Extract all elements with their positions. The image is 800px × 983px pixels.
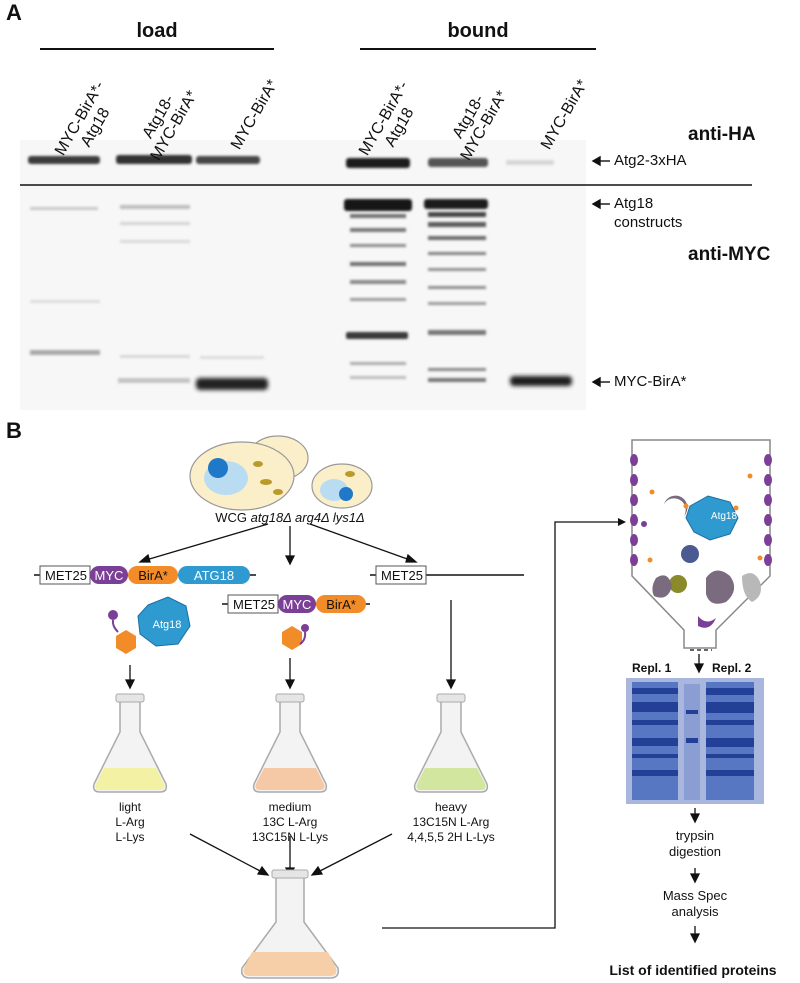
panel-a-letter: A xyxy=(6,0,22,25)
atg18-gene-label: ATG18 xyxy=(193,568,235,583)
construct-myc-bira xyxy=(222,594,370,614)
myc-band-free-load xyxy=(196,378,268,390)
flask-heavy xyxy=(413,693,489,793)
bound-group-label: bound xyxy=(447,20,509,42)
myc-bands-bound-2 xyxy=(424,199,488,382)
repl1-label: Repl. 1 xyxy=(632,661,672,675)
ha-band-1 xyxy=(28,156,100,164)
met25-label-1: MET25 xyxy=(45,568,87,583)
flask-mix xyxy=(240,869,340,979)
ms-arrows xyxy=(689,808,701,944)
fusion-protein-n xyxy=(108,596,191,654)
bira-label-2: BirA* xyxy=(326,597,356,612)
strain-label: WCG atg18Δ arg4Δ lys1Δ xyxy=(215,510,365,525)
connector-line xyxy=(382,521,620,929)
myc-label-1: MYC xyxy=(94,568,124,583)
workflow-diagram xyxy=(34,435,772,979)
ha-band-2 xyxy=(116,155,192,164)
ha-band-5 xyxy=(428,158,488,167)
gel-image xyxy=(626,678,764,804)
myc-label-2: MYC xyxy=(282,597,312,612)
myc-band-free-bound xyxy=(510,376,572,386)
final-result-label: List of identified proteins xyxy=(609,962,777,978)
ha-band-4 xyxy=(346,158,410,168)
affinity-column xyxy=(630,439,772,651)
bira-label-1: BirA* xyxy=(138,568,168,583)
met25-label-2: MET25 xyxy=(233,597,275,612)
construct-fusion-n xyxy=(34,565,256,585)
bead-atg18-label: Atg18 xyxy=(710,511,738,522)
load-group-label: load xyxy=(136,20,178,42)
protein-myc-bira xyxy=(282,624,309,650)
blot-membrane xyxy=(20,140,586,410)
strain-arrows xyxy=(138,523,418,566)
flask-arrows xyxy=(124,600,457,690)
column-gel-arrow xyxy=(693,654,705,674)
myc-bands-bound-1 xyxy=(344,199,412,379)
mix-arrows xyxy=(189,833,393,878)
panel-b-letter: B xyxy=(6,418,22,443)
yeast-cell-small xyxy=(311,463,373,509)
repl2-label: Repl. 2 xyxy=(712,661,752,675)
construct-empty xyxy=(370,565,524,585)
ha-bands xyxy=(28,155,554,168)
atg18-protein-label: Atg18 xyxy=(152,619,182,631)
anti-myc-label: anti-MYC xyxy=(688,244,771,265)
band-arrows xyxy=(591,155,610,388)
yeast-cell-large xyxy=(189,435,309,511)
flask-light xyxy=(92,693,168,793)
ha-band-6 xyxy=(506,160,554,165)
ha-band-3 xyxy=(196,156,260,164)
band-label-mycbira: MYC-BirA* xyxy=(614,373,687,390)
anti-ha-label: anti-HA xyxy=(688,124,756,145)
met25-label-3: MET25 xyxy=(381,568,423,583)
band-label-atg2: Atg2-3xHA xyxy=(614,152,687,169)
myc-bands-load xyxy=(30,205,264,383)
blot-figure xyxy=(20,48,752,410)
flask-medium xyxy=(252,693,328,793)
